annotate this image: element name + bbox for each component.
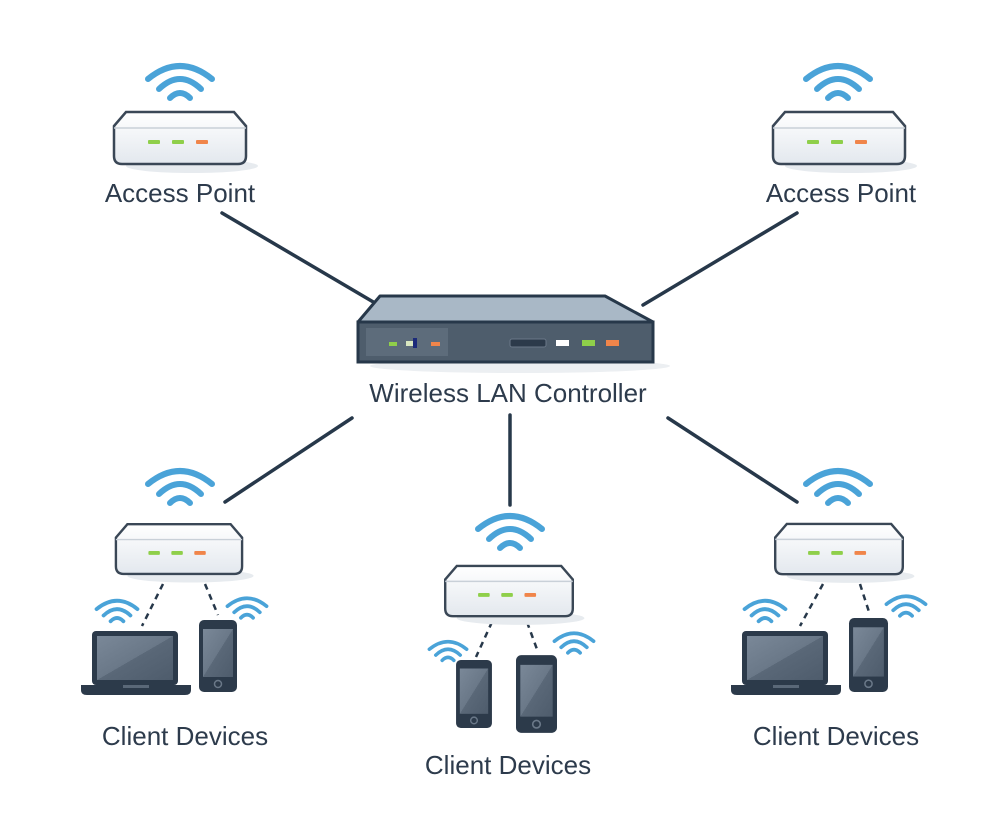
phone-icon bbox=[455, 659, 493, 729]
client-devices-label: Client Devices bbox=[753, 721, 919, 751]
wifi-icon bbox=[552, 631, 596, 655]
controller-icon bbox=[356, 294, 670, 373]
wifi-icon bbox=[806, 471, 870, 503]
client-devices-label: Client Devices bbox=[102, 721, 268, 751]
wifi-icon bbox=[742, 598, 788, 624]
access-point-label: Access Point bbox=[766, 178, 917, 208]
access-point-icon bbox=[114, 523, 255, 584]
client-link bbox=[525, 621, 540, 653]
client-link bbox=[140, 583, 165, 627]
phone-icon bbox=[848, 617, 889, 693]
access-point-icon bbox=[112, 110, 260, 175]
access-point-label: Access Point bbox=[105, 178, 256, 208]
access-point-icon bbox=[443, 564, 586, 627]
access-point-icon bbox=[771, 110, 919, 175]
client-devices-label: Client Devices bbox=[425, 750, 591, 780]
wifi-icon bbox=[478, 516, 542, 548]
wifi-icon bbox=[225, 596, 269, 620]
client-link bbox=[798, 583, 825, 627]
wifi-icon bbox=[806, 66, 870, 98]
link-controller-ap-top-left bbox=[220, 211, 377, 305]
connection-lines bbox=[220, 211, 799, 507]
client-link bbox=[474, 621, 494, 658]
wifi-icon bbox=[884, 594, 928, 618]
laptop-icon bbox=[731, 631, 841, 695]
wifi-icon bbox=[148, 471, 212, 503]
phone-icon bbox=[515, 654, 558, 734]
wifi-icon bbox=[94, 598, 140, 624]
client-link bbox=[858, 583, 872, 616]
wifi-icon bbox=[148, 66, 212, 98]
client-links bbox=[140, 583, 872, 658]
link-controller-ap-top-right bbox=[641, 211, 799, 307]
access-point-icon bbox=[773, 522, 916, 585]
client-link bbox=[203, 583, 220, 616]
wifi-icon bbox=[427, 639, 469, 663]
controller-label: Wireless LAN Controller bbox=[369, 378, 647, 408]
phone-icon bbox=[198, 619, 238, 693]
laptop-icon bbox=[81, 631, 191, 695]
link-controller-ap-bottom-left bbox=[223, 416, 354, 504]
link-controller-ap-bottom-right bbox=[666, 416, 799, 504]
